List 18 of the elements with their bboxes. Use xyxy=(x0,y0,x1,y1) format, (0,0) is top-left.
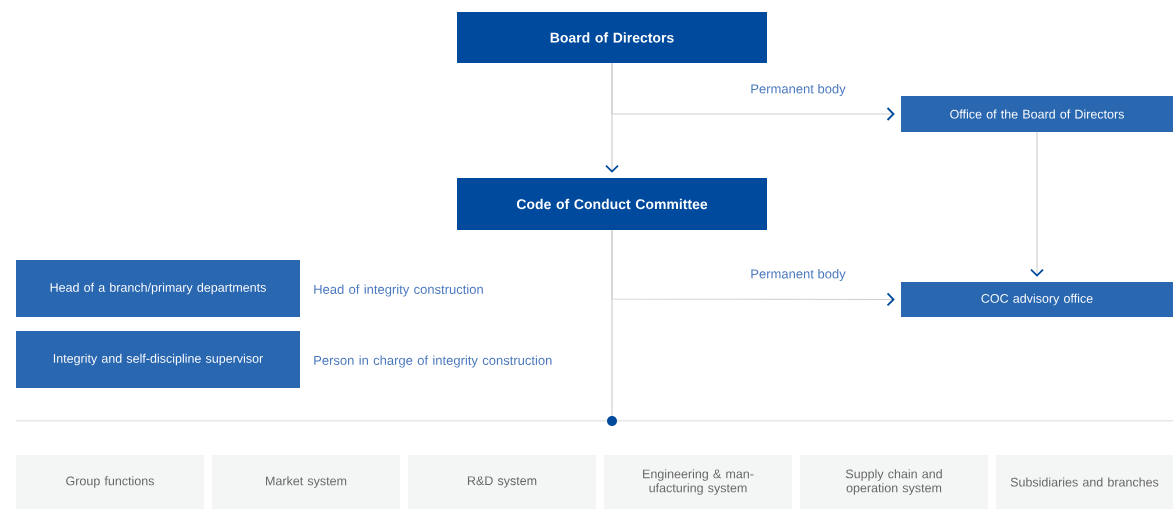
system-box: Subsidiaries and branches xyxy=(996,455,1173,509)
org-box: Code of Conduct Committee xyxy=(457,178,767,230)
side-text: Head of integrity construction xyxy=(314,284,483,297)
system-box: Supply chain and operation system xyxy=(800,455,988,509)
system-box: Market system xyxy=(212,455,400,509)
arrow xyxy=(611,62,895,121)
org-box: Board of Directors xyxy=(457,12,767,63)
edge-label: Permanent body xyxy=(751,83,846,97)
side-text: Person in charge of integrity construction xyxy=(314,355,552,368)
office-box: Office of the Board of Directors xyxy=(901,96,1173,132)
arrow xyxy=(1030,131,1044,277)
office-box: COC advisory office xyxy=(901,282,1173,317)
office-box: Head of a branch/primary departments xyxy=(16,260,300,317)
system-box: R&D system xyxy=(408,455,596,509)
office-box: Integrity and self-discipline supervisor xyxy=(16,331,300,388)
edge-label: Permanent body xyxy=(751,268,846,282)
system-box: Group functions xyxy=(16,455,204,509)
system-box: Engineering & man-ufacturing system xyxy=(604,455,792,509)
